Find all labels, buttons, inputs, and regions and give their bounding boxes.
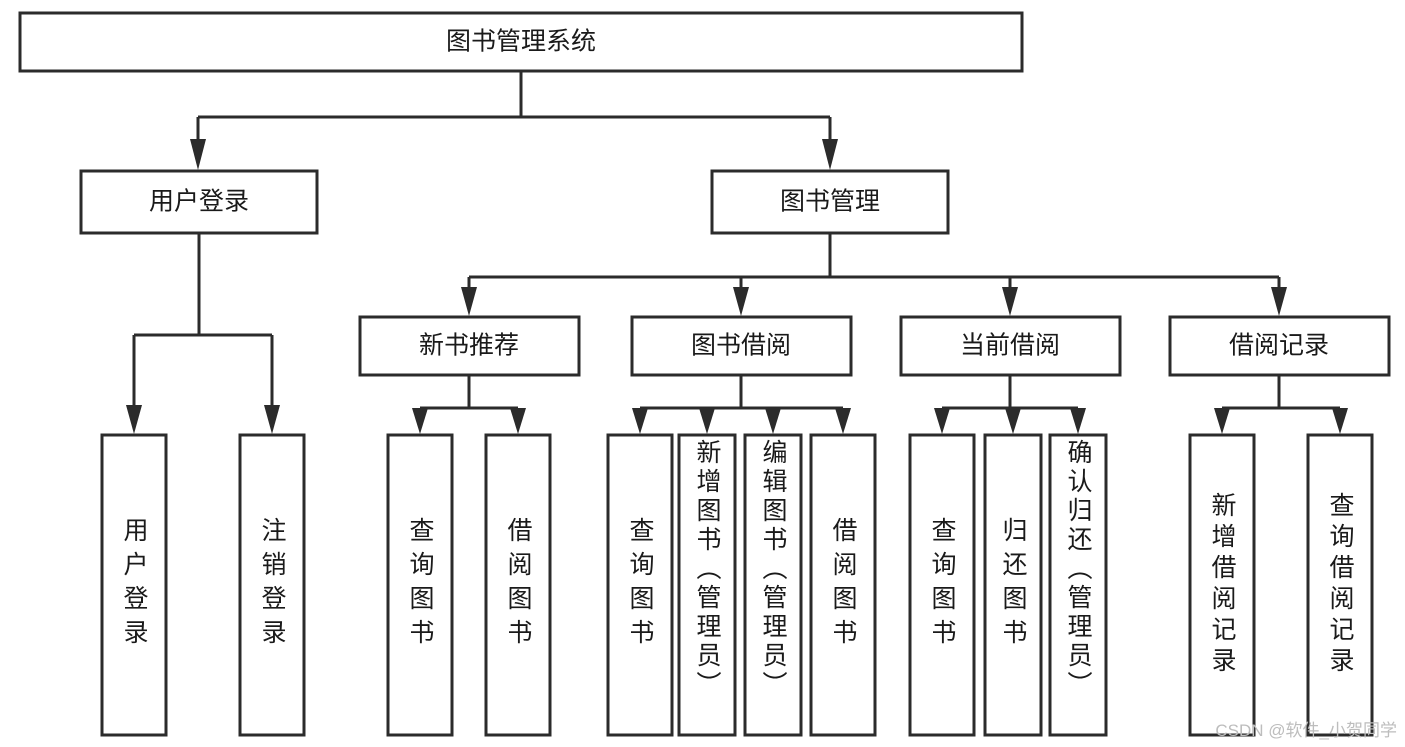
node-current-borrow-label: 当前借阅 [960,332,1060,360]
node-leaf-logout-label: 注销登录 [258,517,286,653]
arrow-head-leaf-add-record [1214,408,1230,434]
node-leaf-query-record-box[interactable] [1306,433,1374,737]
node-user-login-box[interactable] [79,169,319,235]
node-root-box[interactable] [18,11,1024,73]
arrow-head-leaf-query-book-c [934,408,950,434]
node-leaf-add-book[interactable] [677,433,737,737]
leaf-label-holder-borrow-book-a: 借阅图书 [504,517,532,653]
node-new-book-rec[interactable]: 新书推荐 [358,315,581,377]
arrow-head-leaf-logout [264,405,280,434]
node-leaf-query-book-c-box[interactable] [908,433,976,737]
node-borrow-record-box[interactable] [1168,315,1391,377]
arrow-head-new-book-rec [461,287,477,316]
leaf-label-holder-borrow-book-b: 借阅图书 [829,517,857,653]
arrow-head-leaf-query-book-a [412,408,428,434]
node-leaf-query-book-a-label: 查询图书 [406,517,434,653]
arrow-head-leaf-query-book-b [632,408,648,434]
node-leaf-return-book-label: 归还图书 [999,517,1027,653]
leaf-label-holder-query-book-b: 查询图书 [626,517,654,653]
node-new-book-rec-label: 新书推荐 [419,332,519,360]
node-leaf-query-book-a[interactable] [386,433,454,737]
node-leaf-add-record[interactable] [1188,433,1256,737]
node-leaf-query-book-a-box[interactable] [386,433,454,737]
leaf-label-holder-confirm-return: 确认归还（管理员） [1064,439,1092,700]
node-book-borrow-label: 图书借阅 [691,332,791,360]
leaf-label-holder-user-login: 用户登录 [120,517,148,653]
arrow-head-leaf-query-record [1332,408,1348,434]
node-leaf-query-record[interactable] [1306,433,1374,737]
leaf-label-holder-logout: 注销登录 [258,517,286,653]
node-leaf-borrow-book-a-label: 借阅图书 [504,517,532,653]
node-borrow-record-label: 借阅记录 [1229,332,1329,360]
node-current-borrow[interactable]: 当前借阅 [899,315,1122,377]
node-leaf-edit-book[interactable] [743,433,803,737]
leaf-label-holder-query-book-a: 查询图书 [406,517,434,653]
node-new-book-rec-box[interactable] [358,315,581,377]
node-leaf-borrow-book-a[interactable] [484,433,552,737]
arrow-head-leaf-add-book [699,408,715,434]
leaf-label-holder-return-book: 归还图书 [999,517,1027,653]
arrow-head-leaf-confirm-return [1070,408,1086,434]
node-leaf-logout-box[interactable] [238,433,306,737]
arrow-head-book-mgmt [822,139,838,170]
node-leaf-edit-book-label: 编辑图书（管理员） [759,439,787,700]
arrow-head-leaf-borrow-book-b [835,408,851,434]
node-leaf-confirm-return-label: 确认归还（管理员） [1064,439,1092,700]
node-leaf-add-book-box[interactable] [677,433,737,737]
node-book-borrow[interactable]: 图书借阅 [630,315,853,377]
node-leaf-query-record-label: 查询借阅记录 [1326,492,1354,678]
node-leaf-return-book[interactable] [983,433,1043,737]
node-leaf-borrow-book-b-box[interactable] [809,433,877,737]
leaf-label-holder-edit-book: 编辑图书（管理员） [759,439,787,700]
node-leaf-query-book-c-label: 查询图书 [928,517,956,653]
node-leaf-return-book-box[interactable] [983,433,1043,737]
leaf-label-holder-query-record: 查询借阅记录 [1326,492,1354,678]
node-leaf-edit-book-box[interactable] [743,433,803,737]
node-book-mgmt-label: 图书管理 [780,188,880,216]
node-borrow-record[interactable]: 借阅记录 [1168,315,1391,377]
connector-layer [126,71,1348,434]
arrow-head-leaf-borrow-book-a [510,408,526,434]
node-current-borrow-box[interactable] [899,315,1122,377]
node-leaf-add-book-label: 新增图书（管理员） [693,439,721,700]
node-leaf-add-record-label: 新增借阅记录 [1208,492,1236,678]
arrow-head-leaf-user-login [126,405,142,434]
node-leaf-user-login-label: 用户登录 [120,517,148,653]
node-book-mgmt[interactable]: 图书管理 [710,169,950,235]
node-root[interactable]: 图书管理系统 [18,11,1024,73]
node-leaf-confirm-return[interactable] [1048,433,1108,737]
arrow-head-user-login [190,139,206,170]
leaf-label-holder-query-book-c: 查询图书 [928,517,956,653]
node-leaf-query-book-c[interactable] [908,433,976,737]
node-root-label: 图书管理系统 [446,28,596,56]
node-leaf-confirm-return-box[interactable] [1048,433,1108,737]
arrow-head-leaf-return-book [1005,408,1021,434]
arrow-head-leaf-edit-book [765,408,781,434]
node-leaf-logout[interactable] [238,433,306,737]
node-leaf-borrow-book-b[interactable] [809,433,877,737]
node-leaf-user-login-box[interactable] [100,433,168,737]
arrow-head-borrow-record [1271,287,1287,316]
arrow-head-book-borrow [733,287,749,316]
node-user-login[interactable]: 用户登录 [79,169,319,235]
leaf-label-holder-add-book: 新增图书（管理员） [693,439,721,700]
leaf-label-holder-add-record: 新增借阅记录 [1208,492,1236,678]
node-leaf-query-book-b[interactable] [606,433,674,737]
node-leaf-add-record-box[interactable] [1188,433,1256,737]
arrow-head-current-borrow [1002,287,1018,316]
node-book-borrow-box[interactable] [630,315,853,377]
node-book-mgmt-box[interactable] [710,169,950,235]
node-leaf-borrow-book-a-box[interactable] [484,433,552,737]
node-leaf-user-login[interactable] [100,433,168,737]
node-leaf-borrow-book-b-label: 借阅图书 [829,517,857,653]
node-user-login-label: 用户登录 [149,188,249,216]
node-leaf-query-book-b-label: 查询图书 [626,517,654,653]
node-leaf-query-book-b-box[interactable] [606,433,674,737]
